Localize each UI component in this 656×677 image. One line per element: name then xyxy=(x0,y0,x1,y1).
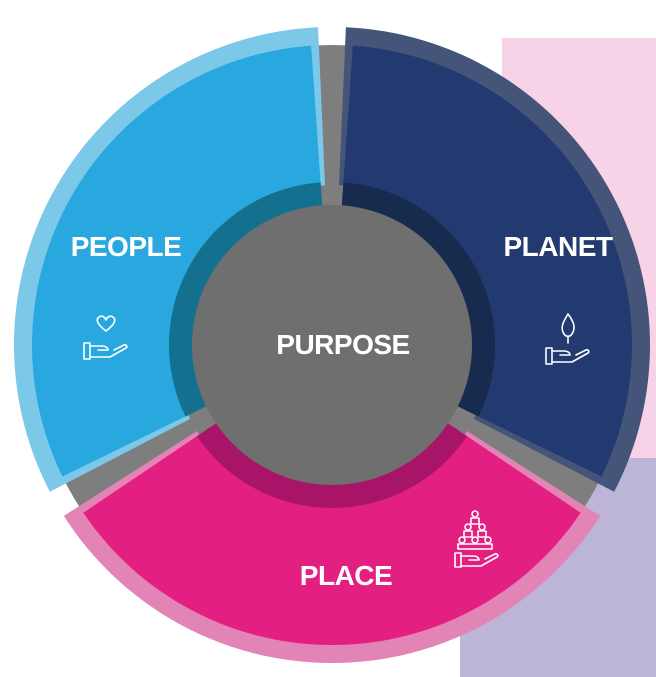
segment-planet[interactable]: PLANET xyxy=(339,27,651,492)
place-segment-fill xyxy=(83,434,581,646)
purpose-center-circle[interactable] xyxy=(192,205,472,485)
community-in-hand-icon xyxy=(454,510,499,568)
place-inner-band xyxy=(196,422,468,508)
segment-place[interactable]: PLACE xyxy=(63,422,601,664)
people-label: PEOPLE xyxy=(71,231,182,262)
people-segment-fill xyxy=(32,45,321,477)
people-inner-band xyxy=(168,182,323,417)
planet-segment-fill xyxy=(343,45,632,477)
planet-inner-band xyxy=(341,182,496,417)
planet-label: PLANET xyxy=(504,231,613,262)
purpose-label: PURPOSE xyxy=(276,329,409,360)
flame-in-hand-icon xyxy=(545,313,590,365)
place-label: PLACE xyxy=(300,560,392,591)
heart-in-hand-icon xyxy=(83,315,128,360)
segment-people[interactable]: PEOPLE xyxy=(13,27,326,492)
